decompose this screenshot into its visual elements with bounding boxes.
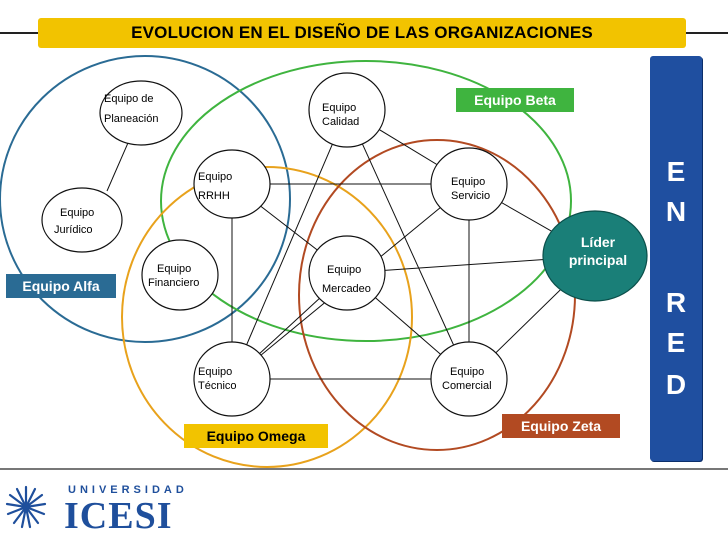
- node-planeacion: [99, 80, 183, 146]
- node-planeacion-label: Equipo de Planeación: [104, 93, 159, 125]
- node-rrhh: [193, 149, 271, 219]
- logo-icesi-text: ICESI: [64, 495, 173, 537]
- team-omega-box: [184, 424, 328, 448]
- leader-label: Líder principal: [568, 234, 628, 268]
- team-beta-label: Equipo Beta: [474, 92, 556, 108]
- panel-letter-e1: E: [666, 156, 686, 187]
- logo-university-text: UNIVERSIDAD: [68, 484, 188, 496]
- title-banner: [38, 18, 686, 48]
- team-beta-circle: [160, 60, 572, 342]
- node-financiero: [141, 239, 219, 311]
- node-servicio: [430, 147, 508, 221]
- leader-node: [542, 210, 648, 302]
- team-alfa-label: Equipo Alfa: [22, 278, 100, 294]
- node-tecnico: [193, 341, 271, 417]
- palm-sunburst-icon: [5, 485, 47, 529]
- node-calidad-label: Equipo Calidad: [322, 102, 360, 128]
- node-juridico-label: Equipo Jurídico: [54, 207, 95, 236]
- team-zeta-box: [502, 414, 620, 438]
- title-rule-right: [684, 32, 728, 34]
- footer-divider: [0, 468, 728, 470]
- team-omega-circle: [121, 166, 413, 468]
- node-comercial-label: Equipo Comercial: [442, 366, 492, 392]
- team-zeta-label: Equipo Zeta: [520, 418, 602, 434]
- team-alfa-box: [6, 274, 116, 298]
- team-alfa-circle: [0, 55, 291, 343]
- page-title: EVOLUCION EN EL DISEÑO DE LAS ORGANIZACI…: [131, 23, 593, 42]
- team-omega-label: Equipo Omega: [206, 428, 306, 444]
- panel-letter-r: R: [665, 287, 687, 318]
- node-financiero-label: Equipo Financiero: [148, 263, 200, 289]
- title-rule-left: [0, 32, 40, 34]
- node-mercadeo-label: Equipo Mercadeo: [322, 264, 371, 295]
- node-calidad: [308, 72, 386, 148]
- panel-letter-n: N: [665, 196, 687, 227]
- panel-letter-e2: E: [666, 327, 686, 358]
- node-comercial: [430, 341, 508, 417]
- node-rrhh-label: Equipo RRHH: [198, 171, 233, 202]
- node-mercadeo: [308, 235, 386, 311]
- node-juridico: [41, 187, 123, 253]
- node-tecnico-label: Equipo Técnico: [198, 366, 237, 392]
- team-beta-box: [456, 88, 574, 112]
- en-red-panel: [650, 56, 702, 461]
- panel-letter-d: D: [665, 369, 687, 400]
- node-servicio-label: Equipo Servicio: [451, 176, 491, 202]
